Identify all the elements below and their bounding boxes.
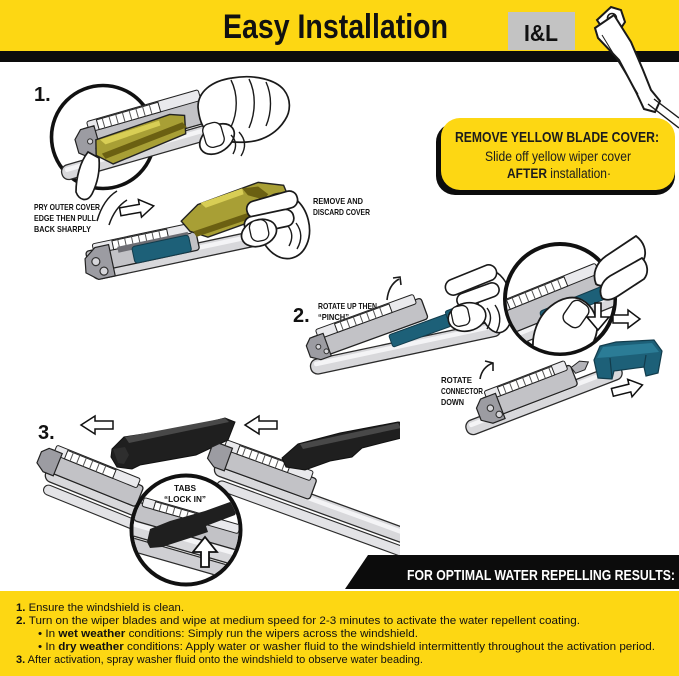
- svg-text:ROTATE UP THEN: ROTATE UP THEN: [318, 301, 377, 311]
- svg-text:ROTATE: ROTATE: [441, 375, 472, 385]
- svg-text:DISCARD COVER: DISCARD COVER: [313, 207, 370, 217]
- svg-text:• In wet weather conditions: S: • In wet weather conditions: Simply run …: [38, 628, 418, 640]
- svg-text:• In dry weather conditions: A: • In dry weather conditions: Apply water…: [38, 641, 655, 653]
- svg-text:CONNECTOR: CONNECTOR: [441, 386, 483, 396]
- svg-text:I&L: I&L: [524, 20, 558, 46]
- svg-text:“LOCK IN”: “LOCK IN”: [164, 494, 206, 504]
- svg-text:1. Ensure the windshield is cl: 1. Ensure the windshield is clean.: [16, 602, 184, 614]
- svg-text:1.: 1.: [34, 84, 51, 106]
- svg-text:TABS: TABS: [174, 483, 196, 493]
- svg-text:REMOVE AND: REMOVE AND: [313, 196, 363, 206]
- svg-text:FOR OPTIMAL WATER REPELLING RE: FOR OPTIMAL WATER REPELLING RESULTS:: [407, 567, 675, 584]
- svg-text:3. After activation, spray was: 3. After activation, spray washer fluid …: [16, 654, 423, 666]
- svg-text:DOWN: DOWN: [441, 397, 464, 407]
- svg-text:PRY OUTER COVER: PRY OUTER COVER: [34, 202, 100, 212]
- svg-text:“PINCH”: “PINCH”: [318, 312, 349, 322]
- svg-text:Easy Installation: Easy Installation: [223, 8, 448, 46]
- svg-text:2.: 2.: [293, 305, 310, 327]
- svg-text:EDGE THEN PULL: EDGE THEN PULL: [34, 213, 96, 223]
- svg-text:3.: 3.: [38, 422, 55, 444]
- svg-text:REMOVE YELLOW BLADE COVER:: REMOVE YELLOW BLADE COVER:: [455, 129, 659, 146]
- svg-text:AFTER installation·: AFTER installation·: [507, 166, 611, 181]
- svg-text:2. Turn on the wiper blades an: 2. Turn on the wiper blades and wipe at …: [16, 615, 580, 627]
- svg-text:BACK SHARPLY: BACK SHARPLY: [34, 224, 91, 234]
- svg-text:Slide off yellow wiper cover: Slide off yellow wiper cover: [485, 149, 631, 164]
